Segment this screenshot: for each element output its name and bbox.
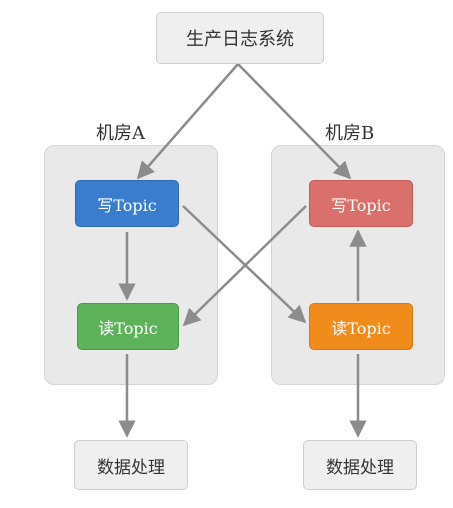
room-a-label: 机房A bbox=[96, 123, 145, 144]
room-a-processing-node: 数据处理 bbox=[74, 440, 188, 490]
room-a-processing-label: 数据处理 bbox=[97, 457, 165, 478]
source-label: 生产日志系统 bbox=[186, 29, 294, 50]
room-b-read-topic: 读Topic bbox=[309, 303, 413, 350]
room-a-write-label: 写Topic bbox=[97, 195, 157, 215]
room-b-processing-node: 数据处理 bbox=[303, 440, 417, 490]
room-b-write-topic: 写Topic bbox=[309, 180, 413, 227]
room-a-read-label: 读Topic bbox=[98, 318, 158, 338]
room-a-write-topic: 写Topic bbox=[75, 180, 179, 227]
room-b-write-label: 写Topic bbox=[331, 195, 391, 215]
room-b-processing-label: 数据处理 bbox=[326, 457, 394, 478]
room-a-read-topic: 读Topic bbox=[77, 303, 179, 350]
room-b-label: 机房B bbox=[325, 123, 375, 144]
source-node: 生产日志系统 bbox=[156, 12, 324, 64]
room-b-read-label: 读Topic bbox=[331, 318, 391, 338]
